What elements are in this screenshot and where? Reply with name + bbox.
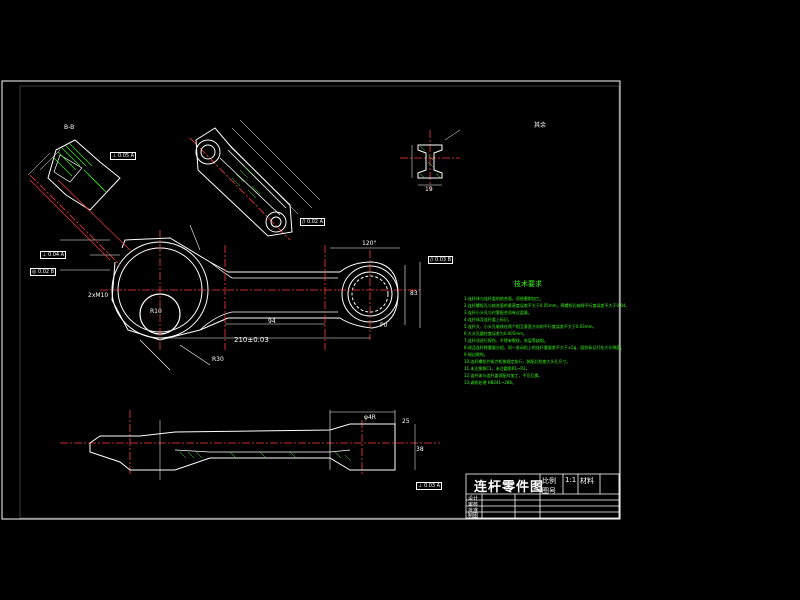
scale-label: 比例 [542, 477, 556, 485]
section-bb [27, 139, 121, 211]
tech-req-title: 技术要求 [514, 280, 542, 288]
tech-req-line: 7.连杆须进行探伤，不得有裂纹、夹层等缺陷。 [464, 338, 548, 343]
tech-req-line: 3.连杆小头孔与衬套配合须有过盈量。 [464, 310, 532, 315]
side-view [89, 410, 416, 480]
tech-req-line: 2.连杆螺栓孔与结合面的垂直度误差不大于0.05mm，两螺栓孔轴线平行度误差不大… [464, 303, 630, 308]
tech-req-line: 11.未注倒角C1，未注圆角R1~R2。 [464, 366, 530, 371]
sheet-label: 图号 [542, 487, 556, 495]
tol-frame-5: // 0.02 A [300, 218, 326, 226]
designer-row: 设计 [468, 496, 479, 502]
title-block [465, 473, 620, 519]
tol-frame-4: ⊥ 0.04 A [40, 251, 67, 259]
roughness-label: 其余 [534, 122, 547, 129]
drawn-row: 制图 [468, 513, 479, 519]
material-label: 材料 [580, 477, 594, 485]
tech-req-line: 9.锐边倒钝。 [464, 352, 488, 357]
side-view-hatch [179, 451, 352, 462]
i-section-view [411, 129, 461, 186]
tech-req-line: 4.连杆体及连杆盖上标记。 [464, 317, 512, 322]
oblique-view [195, 119, 321, 237]
center-lines [29, 130, 460, 475]
dim-25: 25 [402, 418, 410, 425]
dim-center-distance: 210±0.03 [234, 336, 269, 344]
tech-req-line: 13.调质处理 HB241~286。 [464, 380, 517, 385]
dim-38: 38 [416, 446, 424, 453]
dim-p0: P0 [380, 322, 388, 329]
tol-frame-6: ⊥ 0.03 A [416, 482, 443, 490]
section-bb-red [29, 179, 131, 261]
tech-req-line: 12.连杆体与连杆盖须配对加工，不可互换。 [464, 373, 543, 378]
oblique-hatch [231, 165, 261, 199]
i-section-hatch [419, 145, 442, 179]
tol-frame-2: ◎ 0.02 B [30, 268, 57, 276]
outer-frame [1, 80, 621, 520]
main-view [111, 237, 399, 341]
inner-frame [19, 85, 620, 519]
approver-row: 批准 [468, 508, 479, 514]
tech-req-line: 1.连杆体与连杆盖的结合面，须经磨削加工。 [464, 296, 544, 301]
dim-83: 83 [410, 290, 418, 297]
dim-19: 19 [425, 186, 433, 193]
dim-94: 94 [268, 318, 276, 325]
drawing-title: 连杆零件图 [474, 480, 545, 495]
dim-2xm10: 2xM10 [88, 292, 109, 299]
tech-req-line: 6.大头孔圆柱度误差为0.005mm。 [464, 331, 528, 336]
dim-120: 120° [362, 240, 377, 247]
checker-row: 审核 [468, 502, 479, 508]
tech-req-line: 8.成品连杆按重量分组，同一发动机上的连杆重量差不大于±5g，组别标记打在大头侧… [464, 345, 625, 350]
tech-req-line: 10.连杆螺栓拧紧力矩按规定执行，装配后检查大头孔尺寸。 [464, 359, 571, 364]
scale-value: 1:1 [565, 476, 577, 484]
tech-req-line: 5.连杆大、小头孔轴线在两个相互垂直方向的平行度误差不大于0.03mm。 [464, 324, 597, 329]
dim-r30: R30 [212, 356, 224, 363]
dim-r10: R10 [150, 308, 162, 315]
section-label: B-B [64, 124, 75, 131]
dim-phi4r: φ4R [364, 414, 376, 421]
section-bb-hatch [53, 143, 107, 193]
tol-frame-1: ⊥ 0.05 A [110, 152, 137, 160]
tol-frame-3: // 0.03 B [428, 256, 454, 264]
